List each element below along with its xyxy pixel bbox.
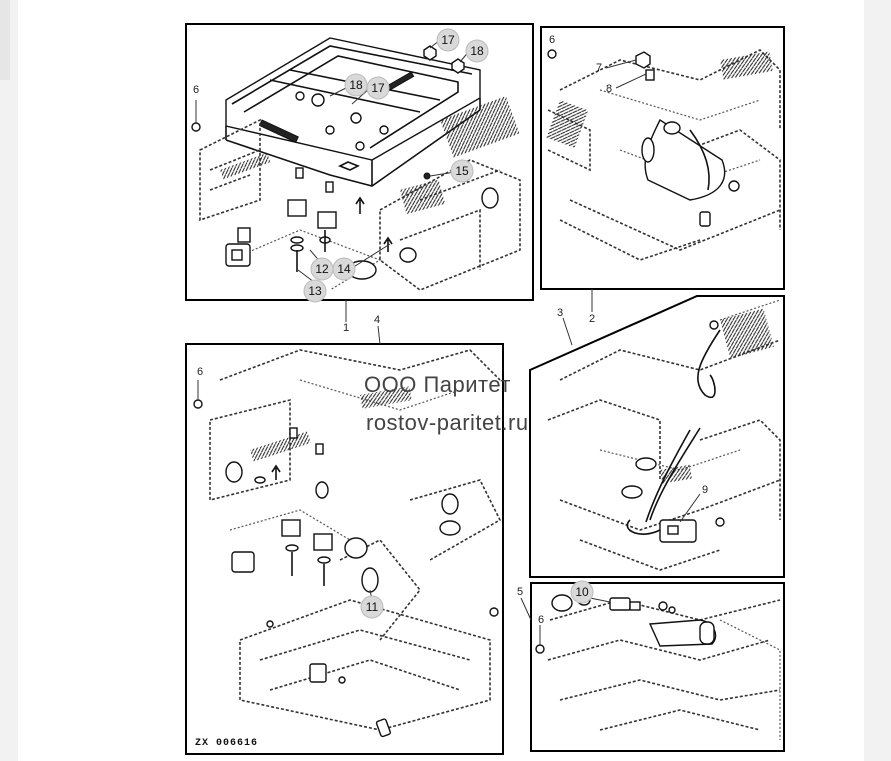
callout-15-label: 15	[455, 164, 469, 178]
mid-right-leaders	[679, 493, 701, 523]
panel-top-left	[185, 23, 534, 301]
callout-12: 12	[310, 257, 334, 281]
panel-top-right	[540, 26, 785, 290]
bottom-right-parts	[535, 594, 717, 654]
ref-1: 1	[343, 322, 349, 334]
top-right-leaders	[605, 59, 647, 89]
panel-mid-right	[529, 295, 785, 578]
panel-bottom-left	[185, 343, 504, 755]
bottom-right-machine	[547, 599, 781, 740]
bottom-left-machine	[209, 349, 502, 731]
callout-11-label: 11	[366, 600, 379, 614]
ref-6-top-left: 6	[193, 84, 199, 96]
top-left-background-machine	[199, 96, 521, 291]
callout-10-label: 10	[575, 585, 589, 599]
callout-18-label: 18	[349, 78, 363, 92]
ref-7: 7	[596, 62, 602, 74]
callout-14: 14	[332, 257, 356, 281]
ref-9: 9	[702, 484, 708, 496]
callout-18: 18	[344, 73, 368, 97]
ref-2: 2	[589, 313, 595, 325]
callout-16b-label: 18	[470, 44, 484, 58]
callout-13-label: 13	[308, 284, 322, 298]
callout-17: 17	[366, 76, 390, 100]
callout-16b: 18	[465, 39, 489, 63]
callout-17-label: 17	[371, 81, 385, 95]
callout-12-label: 12	[315, 262, 329, 276]
drawing-code: ZX 006616	[195, 738, 259, 749]
mid-right-parts	[621, 320, 725, 543]
callout-10: 10	[570, 580, 594, 604]
callout-16a-label: 17	[441, 33, 455, 47]
watermark-url: rostov-paritet.ru	[366, 410, 529, 435]
ref-5: 5	[517, 586, 523, 598]
ref-3: 3	[557, 307, 563, 319]
callout-15: 15	[450, 159, 474, 183]
diagram-sheet	[18, 0, 864, 761]
watermark-company: ООО Паритет	[364, 372, 511, 397]
ref-6-bottom-right: 6	[538, 614, 544, 626]
ref-4: 4	[374, 314, 380, 326]
ref-6-bottom-left: 6	[197, 366, 203, 378]
bottom-left-parts	[193, 399, 499, 738]
mid-right-machine	[547, 299, 781, 571]
callout-14-label: 14	[337, 262, 351, 276]
panel-bottom-right	[530, 582, 785, 752]
callout-11: 11	[360, 595, 384, 619]
ref-8: 8	[606, 83, 612, 95]
seat-base-assembly	[225, 37, 481, 187]
callout-16a: 17	[436, 28, 460, 52]
callout-13: 13	[303, 279, 327, 303]
bottom-right-leaders	[539, 597, 611, 645]
ref-6-top-right: 6	[549, 34, 555, 46]
bottom-left-leaders	[197, 380, 373, 601]
top-right-parts	[547, 49, 740, 227]
top-left-mount-parts	[191, 122, 499, 280]
left-margin-strip	[0, 0, 10, 80]
